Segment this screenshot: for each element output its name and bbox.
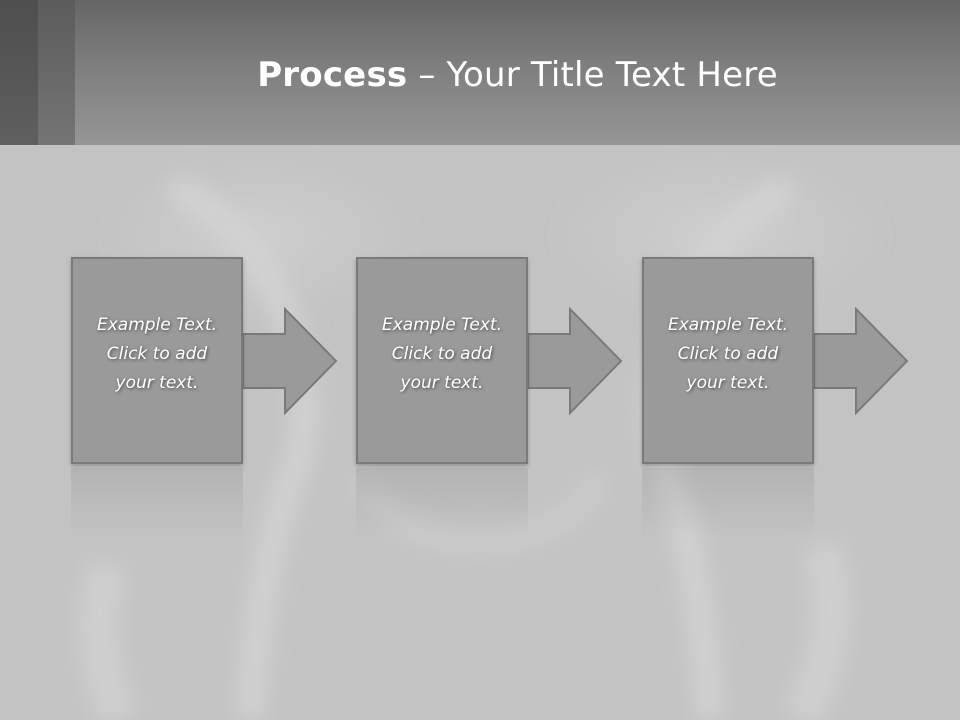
step-2-text: Example Text. Click to add your text. bbox=[381, 315, 503, 393]
step-1-reflection bbox=[71, 468, 243, 538]
process-step-2[interactable]: Example Text. Click to add your text. bbox=[356, 257, 528, 464]
arrow-3 bbox=[814, 307, 909, 415]
arrow-1 bbox=[243, 307, 338, 415]
header-band bbox=[0, 0, 960, 145]
step-3-reflection bbox=[642, 468, 814, 538]
process-step-3[interactable]: Example Text. Click to add your text. bbox=[642, 257, 814, 464]
step-1-text: Example Text. Click to add your text. bbox=[96, 315, 218, 393]
process-step-1[interactable]: Example Text. Click to add your text. bbox=[71, 257, 243, 464]
slide-title[interactable]: Process – Your Title Text Here bbox=[75, 52, 960, 102]
header-accent-dark bbox=[0, 0, 38, 145]
title-rest: – Your Title Text Here bbox=[407, 55, 778, 95]
title-bold: Process bbox=[257, 55, 408, 95]
header-accent-mid bbox=[38, 0, 75, 145]
step-2-reflection bbox=[356, 468, 528, 538]
arrow-2 bbox=[528, 307, 623, 415]
step-3-text: Example Text. Click to add your text. bbox=[667, 315, 789, 393]
